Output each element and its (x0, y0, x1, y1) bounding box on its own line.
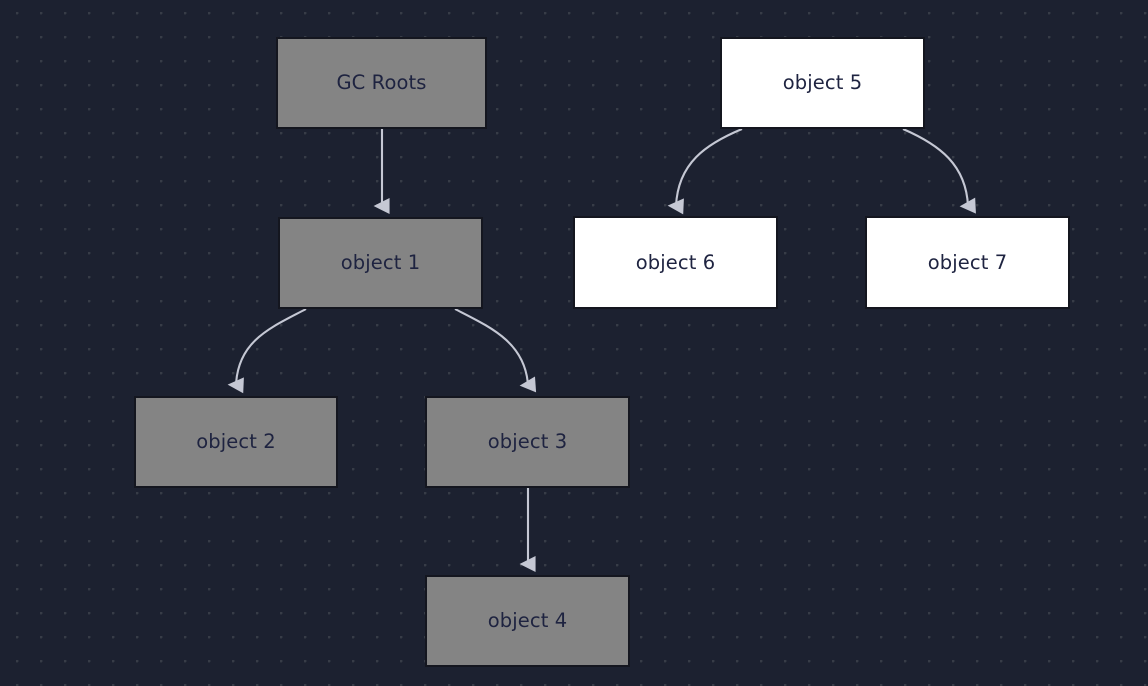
node-label-object-6: object 6 (635, 250, 716, 274)
node-object-7[interactable]: object 7 (865, 216, 1070, 309)
node-object-3[interactable]: object 3 (425, 396, 630, 488)
node-label-object-3: object 3 (487, 430, 568, 454)
edge-object-5-object-6 (667, 128, 743, 215)
node-label-object-5: object 5 (782, 71, 863, 95)
node-gc-roots[interactable]: GC Roots (276, 37, 487, 129)
edge-object-1-object-3 (454, 308, 537, 393)
edge-object-1-object-2 (227, 308, 307, 394)
node-label-object-4: object 4 (487, 609, 568, 633)
node-object-6[interactable]: object 6 (573, 216, 778, 309)
node-object-2[interactable]: object 2 (134, 396, 338, 488)
node-label-gc-roots: GC Roots (336, 71, 427, 95)
edge-object-5-object-7 (902, 128, 976, 214)
node-label-object-1: object 1 (340, 251, 421, 275)
node-object-1[interactable]: object 1 (278, 217, 483, 309)
node-label-object-7: object 7 (927, 250, 1008, 274)
node-object-5[interactable]: object 5 (720, 37, 925, 129)
node-object-4[interactable]: object 4 (425, 575, 630, 667)
node-label-object-2: object 2 (196, 430, 276, 454)
